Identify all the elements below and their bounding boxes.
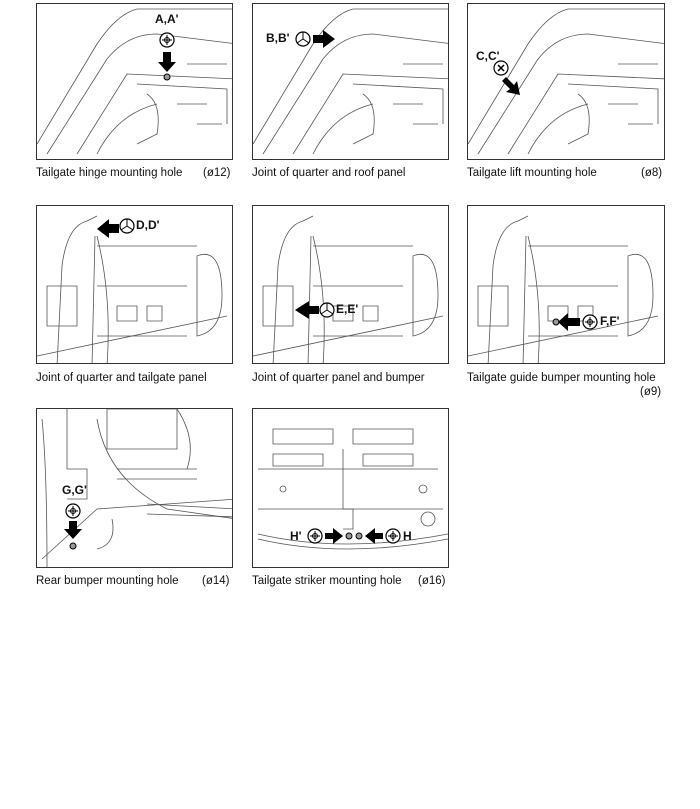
figure-label: D,D' [136,218,160,232]
arrow-left-icon [365,528,383,544]
figure-diameter: (ø9) [640,386,662,398]
figure-caption: Tailgate lift mounting hole [467,167,597,179]
figure-label-right: H [403,529,412,543]
crosshair-icon [582,314,598,330]
figure-c: C,C' [467,3,665,160]
arrow-left-icon [97,219,119,238]
body-drawing [468,215,659,363]
figure-label: B,B' [266,31,290,45]
body-drawing [257,428,448,550]
figure-label: F,F' [600,314,620,328]
figure-label: A,A' [155,12,179,26]
crosshair-icon [385,528,401,544]
arrow-left-icon [295,301,319,319]
figure-b: B,B' [252,3,449,160]
figure-caption: Joint of quarter panel and bumper [252,372,425,384]
weld-icon [295,31,311,47]
figure-label: G,G' [62,483,87,497]
body-drawing [37,8,232,155]
arrow-right-icon [325,528,343,544]
figure-diameter: (ø8) [641,167,663,179]
figure-label-left: H' [290,529,302,543]
body-drawing [41,409,232,567]
body-drawing [253,215,444,363]
figure-caption: Rear bumper mounting hole [36,575,179,587]
body-drawing [253,8,448,155]
crosshair-icon [65,503,81,519]
arrow-down-icon [158,52,176,72]
figure-a: A,A' [36,3,233,160]
weld-icon [119,218,135,234]
figure-label: C,C' [476,49,500,63]
figure-g: G,G' [36,408,233,568]
weld-icon [319,302,335,318]
body-drawing [468,8,664,155]
arrow-down-icon [64,521,82,539]
figure-diameter: (ø16) [418,575,446,587]
body-drawing [37,215,228,363]
x-circle-icon [493,60,509,76]
figure-caption: Joint of quarter and tailgate panel [36,372,207,384]
crosshair-icon [159,32,175,48]
figure-label: E,E' [336,302,359,316]
arrow-right-icon [313,30,335,48]
figure-e: E,E' [252,205,449,364]
arrow-diagonal-icon [502,77,520,95]
figure-caption: Tailgate guide bumper mounting hole [467,372,656,384]
figure-f: F,F' [467,205,665,364]
figure-d: D,D' [36,205,233,364]
figure-h: H' H [252,408,449,568]
figure-caption: Joint of quarter and roof panel [252,167,406,179]
figure-diameter: (ø12) [203,167,231,179]
figure-caption: Tailgate striker mounting hole [252,575,402,587]
figure-caption: Tailgate hinge mounting hole [36,167,183,179]
arrow-left-icon [558,313,580,331]
crosshair-icon [307,528,323,544]
figure-diameter: (ø14) [202,575,230,587]
